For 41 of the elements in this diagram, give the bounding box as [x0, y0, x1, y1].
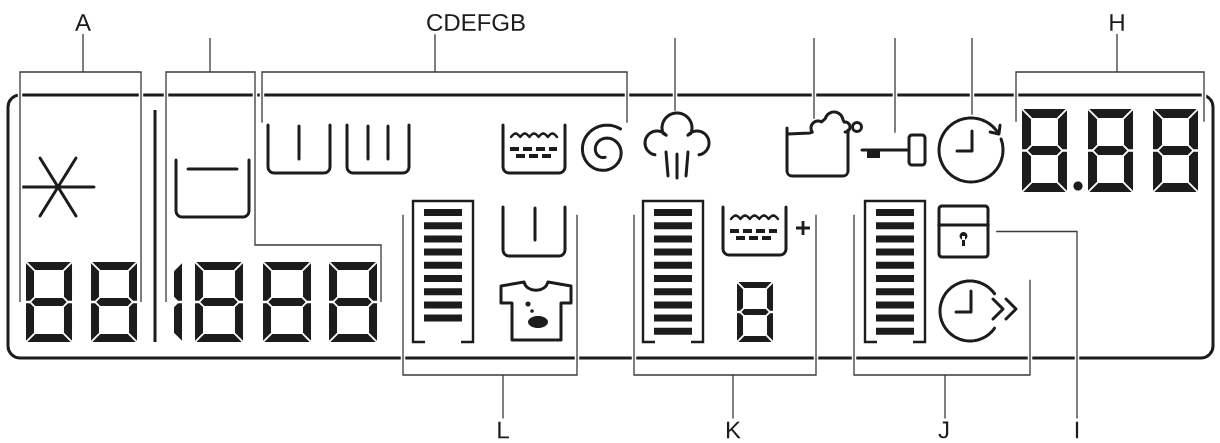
- foaming-tub-icon: [785, 110, 863, 178]
- bar-gauge: [863, 199, 927, 344]
- segment-digit: [737, 282, 773, 342]
- steam-icon: [643, 111, 711, 180]
- digit-display: [174, 262, 377, 342]
- water-tub-plus-icon: [721, 205, 812, 257]
- bracket-leader: [400, 212, 580, 421]
- clock-icon: [937, 116, 1005, 184]
- bracket-leader: [163, 35, 384, 305]
- clock-forward-icon: [938, 279, 1018, 343]
- tub-icon: [345, 123, 411, 175]
- tub-icon: [501, 205, 567, 258]
- leader-line: [811, 37, 817, 120]
- callout-letter: J: [938, 421, 949, 439]
- bracket-leader: [259, 31, 630, 126]
- callout-letter: CDEFGB: [427, 14, 525, 31]
- snowflake-icon: [20, 156, 96, 218]
- tub-icon: [266, 123, 332, 175]
- bracket-leader: [1013, 31, 1207, 125]
- bracket-leader: [17, 31, 144, 305]
- key-icon: [860, 133, 927, 167]
- leader-line: [672, 37, 678, 112]
- callout-letter: H: [1110, 14, 1124, 31]
- callout-letter: I: [1075, 421, 1079, 439]
- digit-display: [26, 262, 137, 342]
- leader-line: [892, 37, 898, 134]
- leader-line: [995, 229, 1080, 420]
- spiral-icon: [580, 123, 623, 172]
- callout-letter: K: [727, 421, 741, 439]
- callout-letter: L: [498, 421, 509, 439]
- bar-gauge: [641, 199, 705, 344]
- callout-letter: A: [75, 14, 91, 31]
- bracket-leader: [631, 212, 819, 421]
- water-tub-icon: [501, 123, 567, 175]
- tub-icon: [174, 158, 251, 219]
- leader-line: [969, 37, 975, 116]
- digit-display: [1022, 109, 1198, 192]
- stained-shirt-icon: [499, 280, 573, 342]
- bar-gauge: [411, 199, 475, 344]
- bracket-leader: [851, 212, 1033, 421]
- lock-icon: [937, 204, 990, 259]
